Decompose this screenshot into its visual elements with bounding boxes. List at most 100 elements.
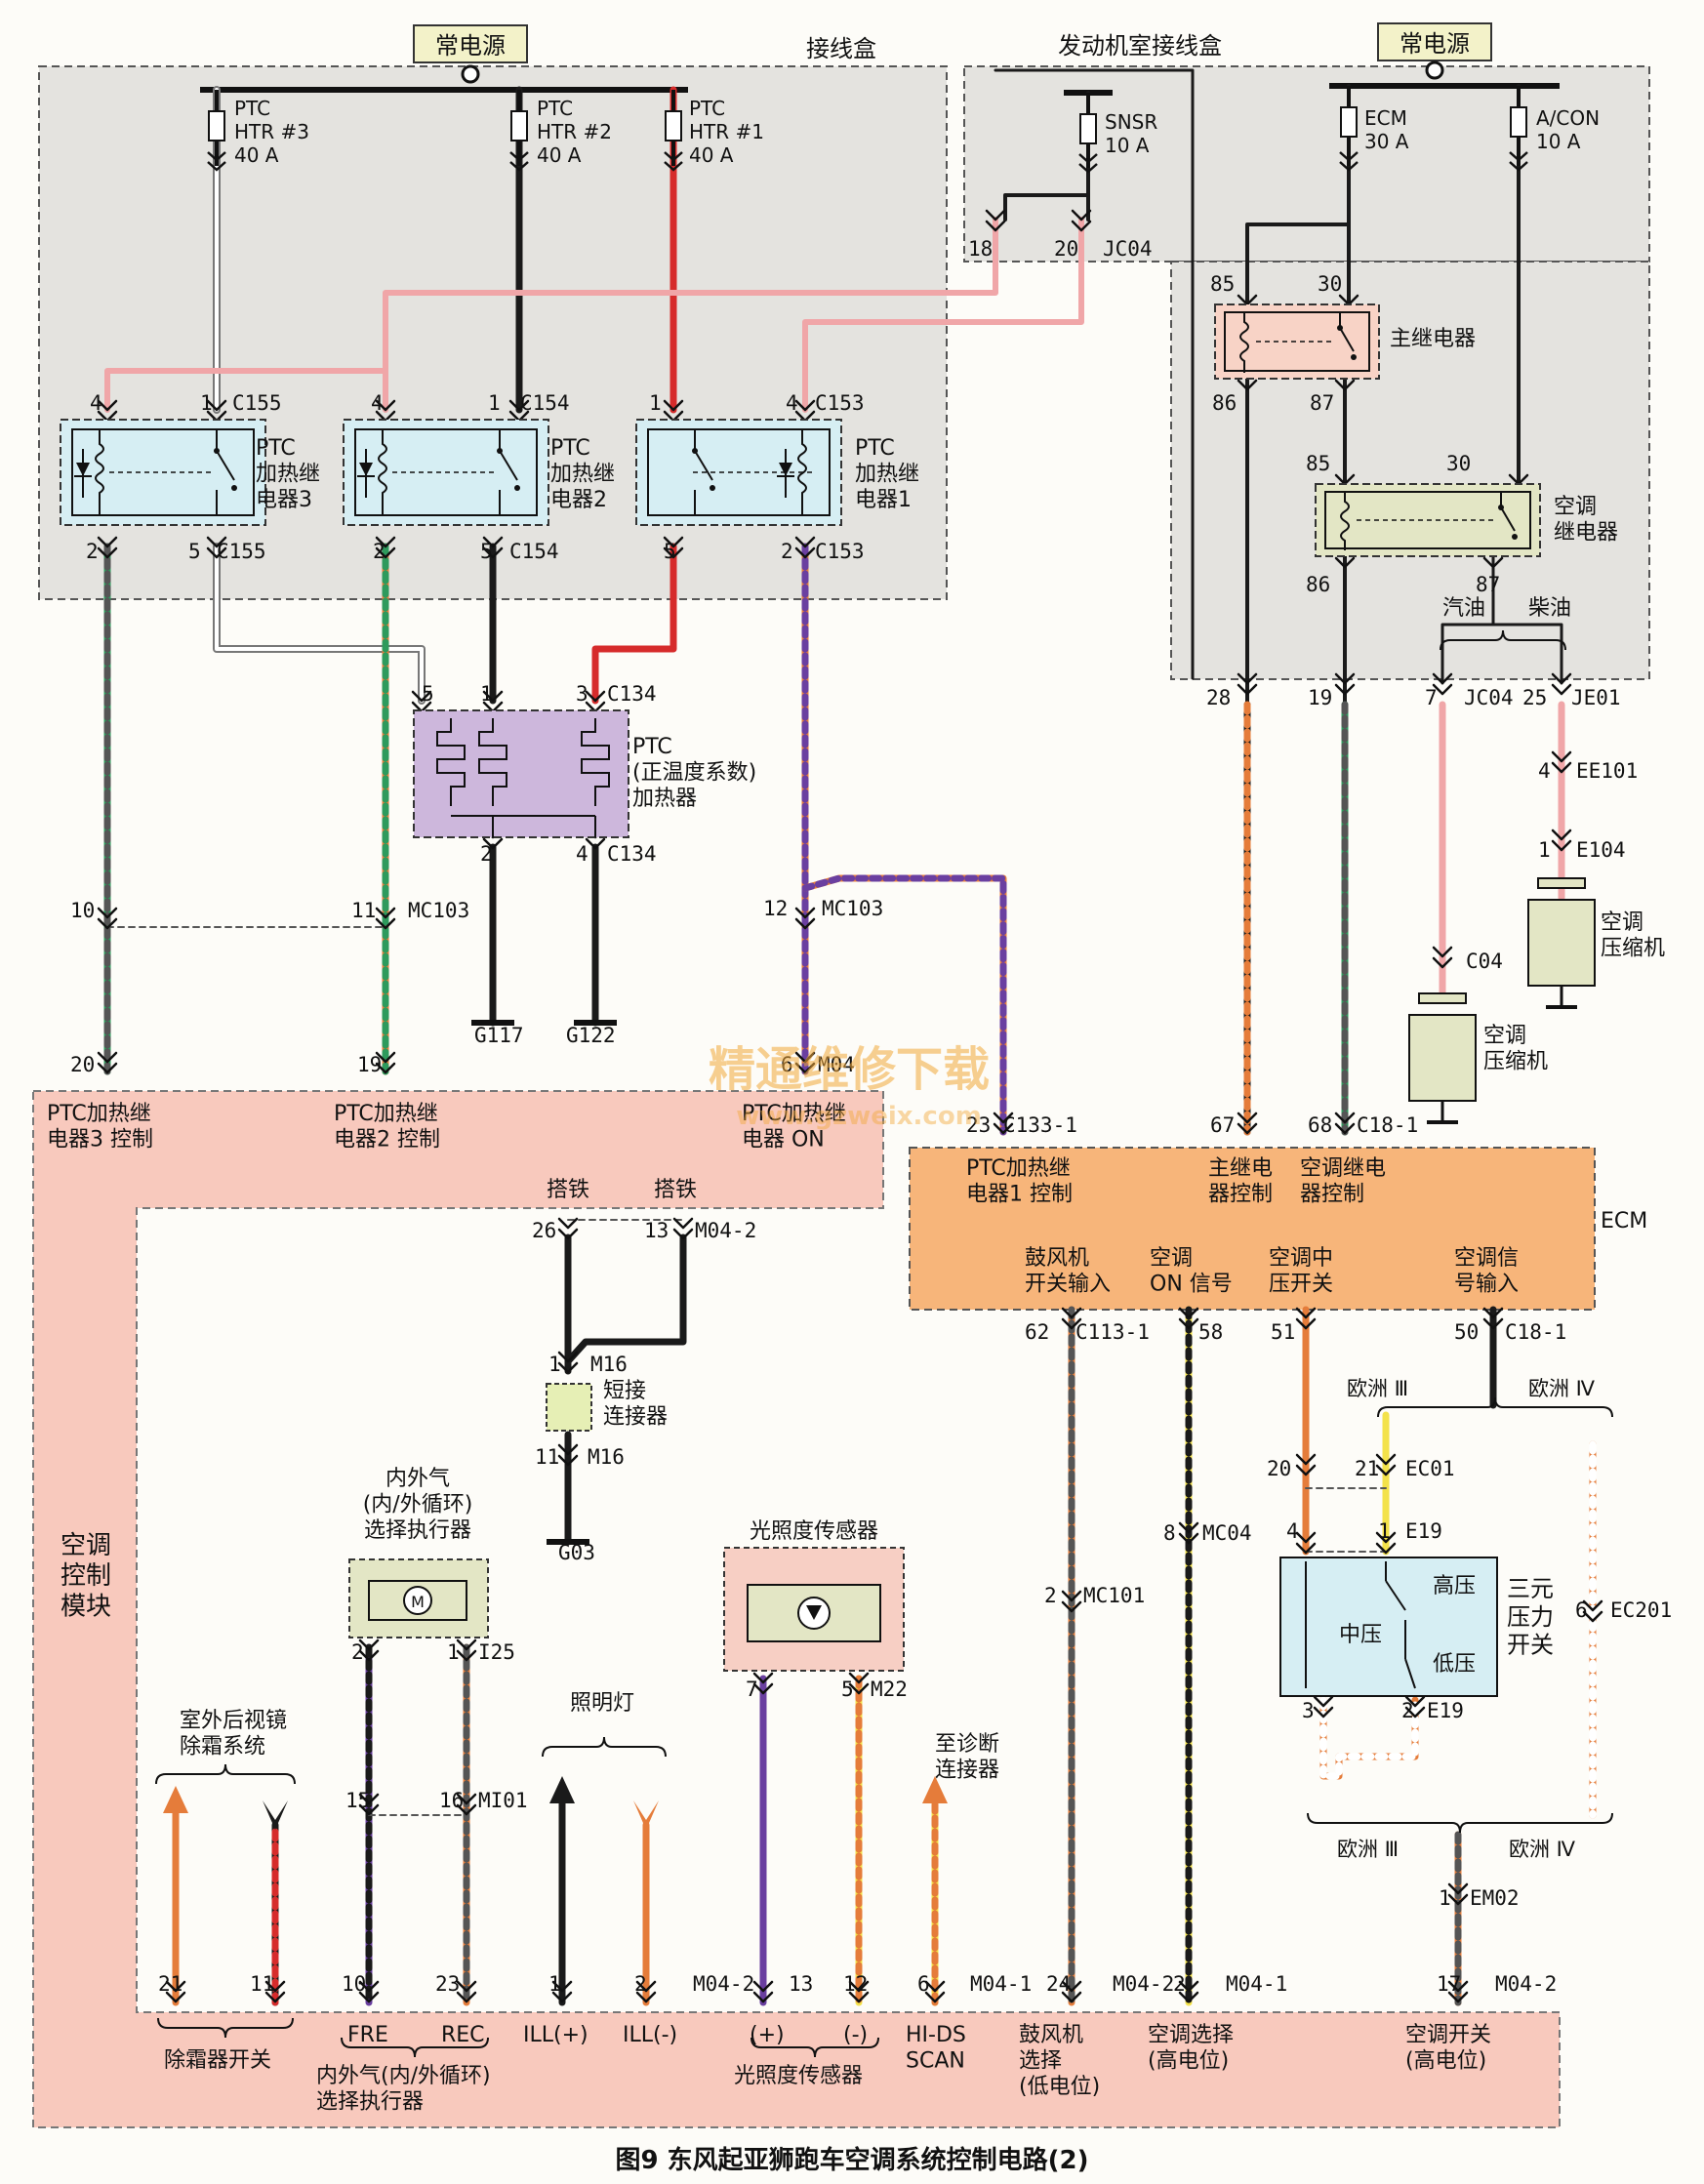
module-recirc-label: 内外气(内/外循环)选择执行器 [316, 2064, 491, 2114]
pin-label: 10 [70, 899, 95, 922]
connector-mark-73 [752, 1980, 774, 2003]
bracket-fuel [1440, 629, 1566, 651]
main-relay-label: 主继电器 [1390, 327, 1476, 351]
pin-label: M04-1 [1226, 1972, 1287, 1996]
wire-pressure-bottom-stripe [1319, 1696, 1419, 1780]
connector-mark-44 [672, 1217, 694, 1240]
fuse-ptc-htr3 [207, 90, 226, 172]
pin-label: 85 [1210, 272, 1235, 296]
connector-mark-67 [165, 1980, 186, 2003]
pin-label: M16 [590, 1353, 628, 1376]
connector-mark-43 [557, 1217, 579, 1240]
europe4-bottom-label: 欧洲 Ⅳ [1509, 1838, 1576, 1861]
pin-label: 23 [435, 1972, 460, 1996]
pin-label: 5 [841, 1678, 854, 1701]
connector-mark-12 [985, 209, 1006, 232]
pin-label: 1 [488, 391, 501, 415]
connector-mark-70 [456, 1980, 477, 2003]
ptc-relay-2 [343, 419, 549, 526]
wire-pink-ptc3 [104, 217, 998, 413]
connector-mark-42 [1334, 1112, 1356, 1135]
pin-label: 12 [763, 897, 788, 920]
compressor-gasoline-label: 空调压缩机 [1483, 1024, 1548, 1073]
fuse-snsr [1078, 93, 1098, 174]
pin-label: 6 [1575, 1598, 1588, 1622]
compressor-gasoline [1408, 992, 1477, 1124]
pin-label: 6 [781, 1053, 793, 1076]
connector-mark-48 [1178, 1307, 1199, 1330]
pin-label: 2 [86, 540, 99, 563]
pin-label: 21 [1355, 1457, 1379, 1480]
ac-relay-label: 空调继电器 [1554, 495, 1618, 545]
pin-label: EM02 [1470, 1886, 1520, 1910]
pin-label: 25 [1522, 686, 1547, 709]
connector-mark-55 [1178, 1521, 1199, 1545]
module-illm-label: ILL(-) [623, 2023, 677, 2047]
pin-label: C154 [509, 540, 559, 563]
connector-mark-41 [1237, 1112, 1258, 1135]
bracket-eu-top [1377, 1396, 1613, 1418]
pin-label: 10 [342, 1972, 366, 1996]
wire-mc103-12-loop-stripe [801, 874, 1007, 1136]
connector-mark-76 [1061, 1980, 1082, 2003]
europe3-bottom-label: 欧洲 Ⅲ [1337, 1838, 1399, 1861]
arrow-defrost-out [163, 1786, 188, 1813]
module-lsm-label: (-) [843, 2023, 868, 2047]
wire-ecm-bus-link [994, 68, 1195, 680]
pin-label: 67 [1210, 1113, 1235, 1137]
connector-mark-28 [1334, 672, 1356, 696]
connector-mark-7 [206, 536, 227, 559]
watermark: 精通维修下载 [709, 1042, 990, 1097]
pressure-switch-label: 三元压力开关 [1507, 1575, 1554, 1659]
pin-label: E19 [1427, 1699, 1464, 1722]
light-sensor-label: 光照度传感器 [750, 1519, 878, 1544]
svg-text:M: M [411, 1593, 425, 1611]
pin-label: 1 [200, 391, 213, 415]
diag-connector-label: 至诊断连接器 [935, 1732, 999, 1782]
pin-label: 19 [1308, 686, 1332, 709]
power-source-left-box [413, 24, 528, 63]
pin-label: JC04 [1464, 686, 1514, 709]
connector-mark-11 [794, 536, 816, 559]
connector-mark-75 [924, 1980, 946, 2003]
pin-label: 4 [371, 391, 384, 415]
pin-label: C04 [1466, 950, 1503, 973]
connector-mark-32 [1551, 829, 1572, 852]
connector-mark-31 [1551, 750, 1572, 774]
ecm-main-ctrl-label: 主继电器控制 [1208, 1156, 1273, 1206]
pin-label: C133-1 [1003, 1113, 1077, 1137]
arrow-ill-minus [633, 1800, 659, 1830]
pin-label: 23 [966, 1113, 991, 1137]
low-pressure-label: 低压 [1433, 1652, 1476, 1677]
connector-mark-62 [752, 1672, 774, 1695]
pin-label: 8 [1163, 1521, 1176, 1545]
pin-label: 21 [158, 1972, 183, 1996]
module-ptcon-label: PTC加热继电器 ON [742, 1102, 846, 1152]
ecm-blower-label: 鼓风机开关输入 [1025, 1246, 1111, 1296]
pin-label: JC04 [1103, 237, 1153, 261]
pin-label: 30 [1318, 272, 1342, 296]
connector-mark-71 [551, 1980, 573, 2003]
pin-label: M04-2 [1495, 1972, 1557, 1996]
pin-label: 2 [634, 1972, 647, 1996]
pin-label: 1 [1538, 838, 1551, 862]
pin-label: 20 [1054, 237, 1078, 261]
ptc-heater [413, 709, 629, 838]
mid-pressure-label: 中压 [1339, 1623, 1382, 1647]
connector-mark-35 [375, 907, 396, 930]
pin-label: 5 [188, 540, 201, 563]
connector-mark-33 [1432, 946, 1453, 969]
pin-label: 19 [357, 1053, 382, 1076]
module-defrost-label: 除霜器开关 [164, 2048, 271, 2073]
ptc-relay-1 [635, 419, 842, 526]
pin-label: 1 [480, 682, 493, 706]
pin-label: 6 [917, 1972, 930, 1996]
high-pressure-label: 高压 [1433, 1574, 1476, 1598]
connector-mark-65 [456, 1793, 477, 1816]
connector-mark-57 [1582, 1599, 1603, 1623]
pin-label: I25 [478, 1640, 515, 1664]
module-illp-label: ILL(+) [523, 2023, 588, 2047]
